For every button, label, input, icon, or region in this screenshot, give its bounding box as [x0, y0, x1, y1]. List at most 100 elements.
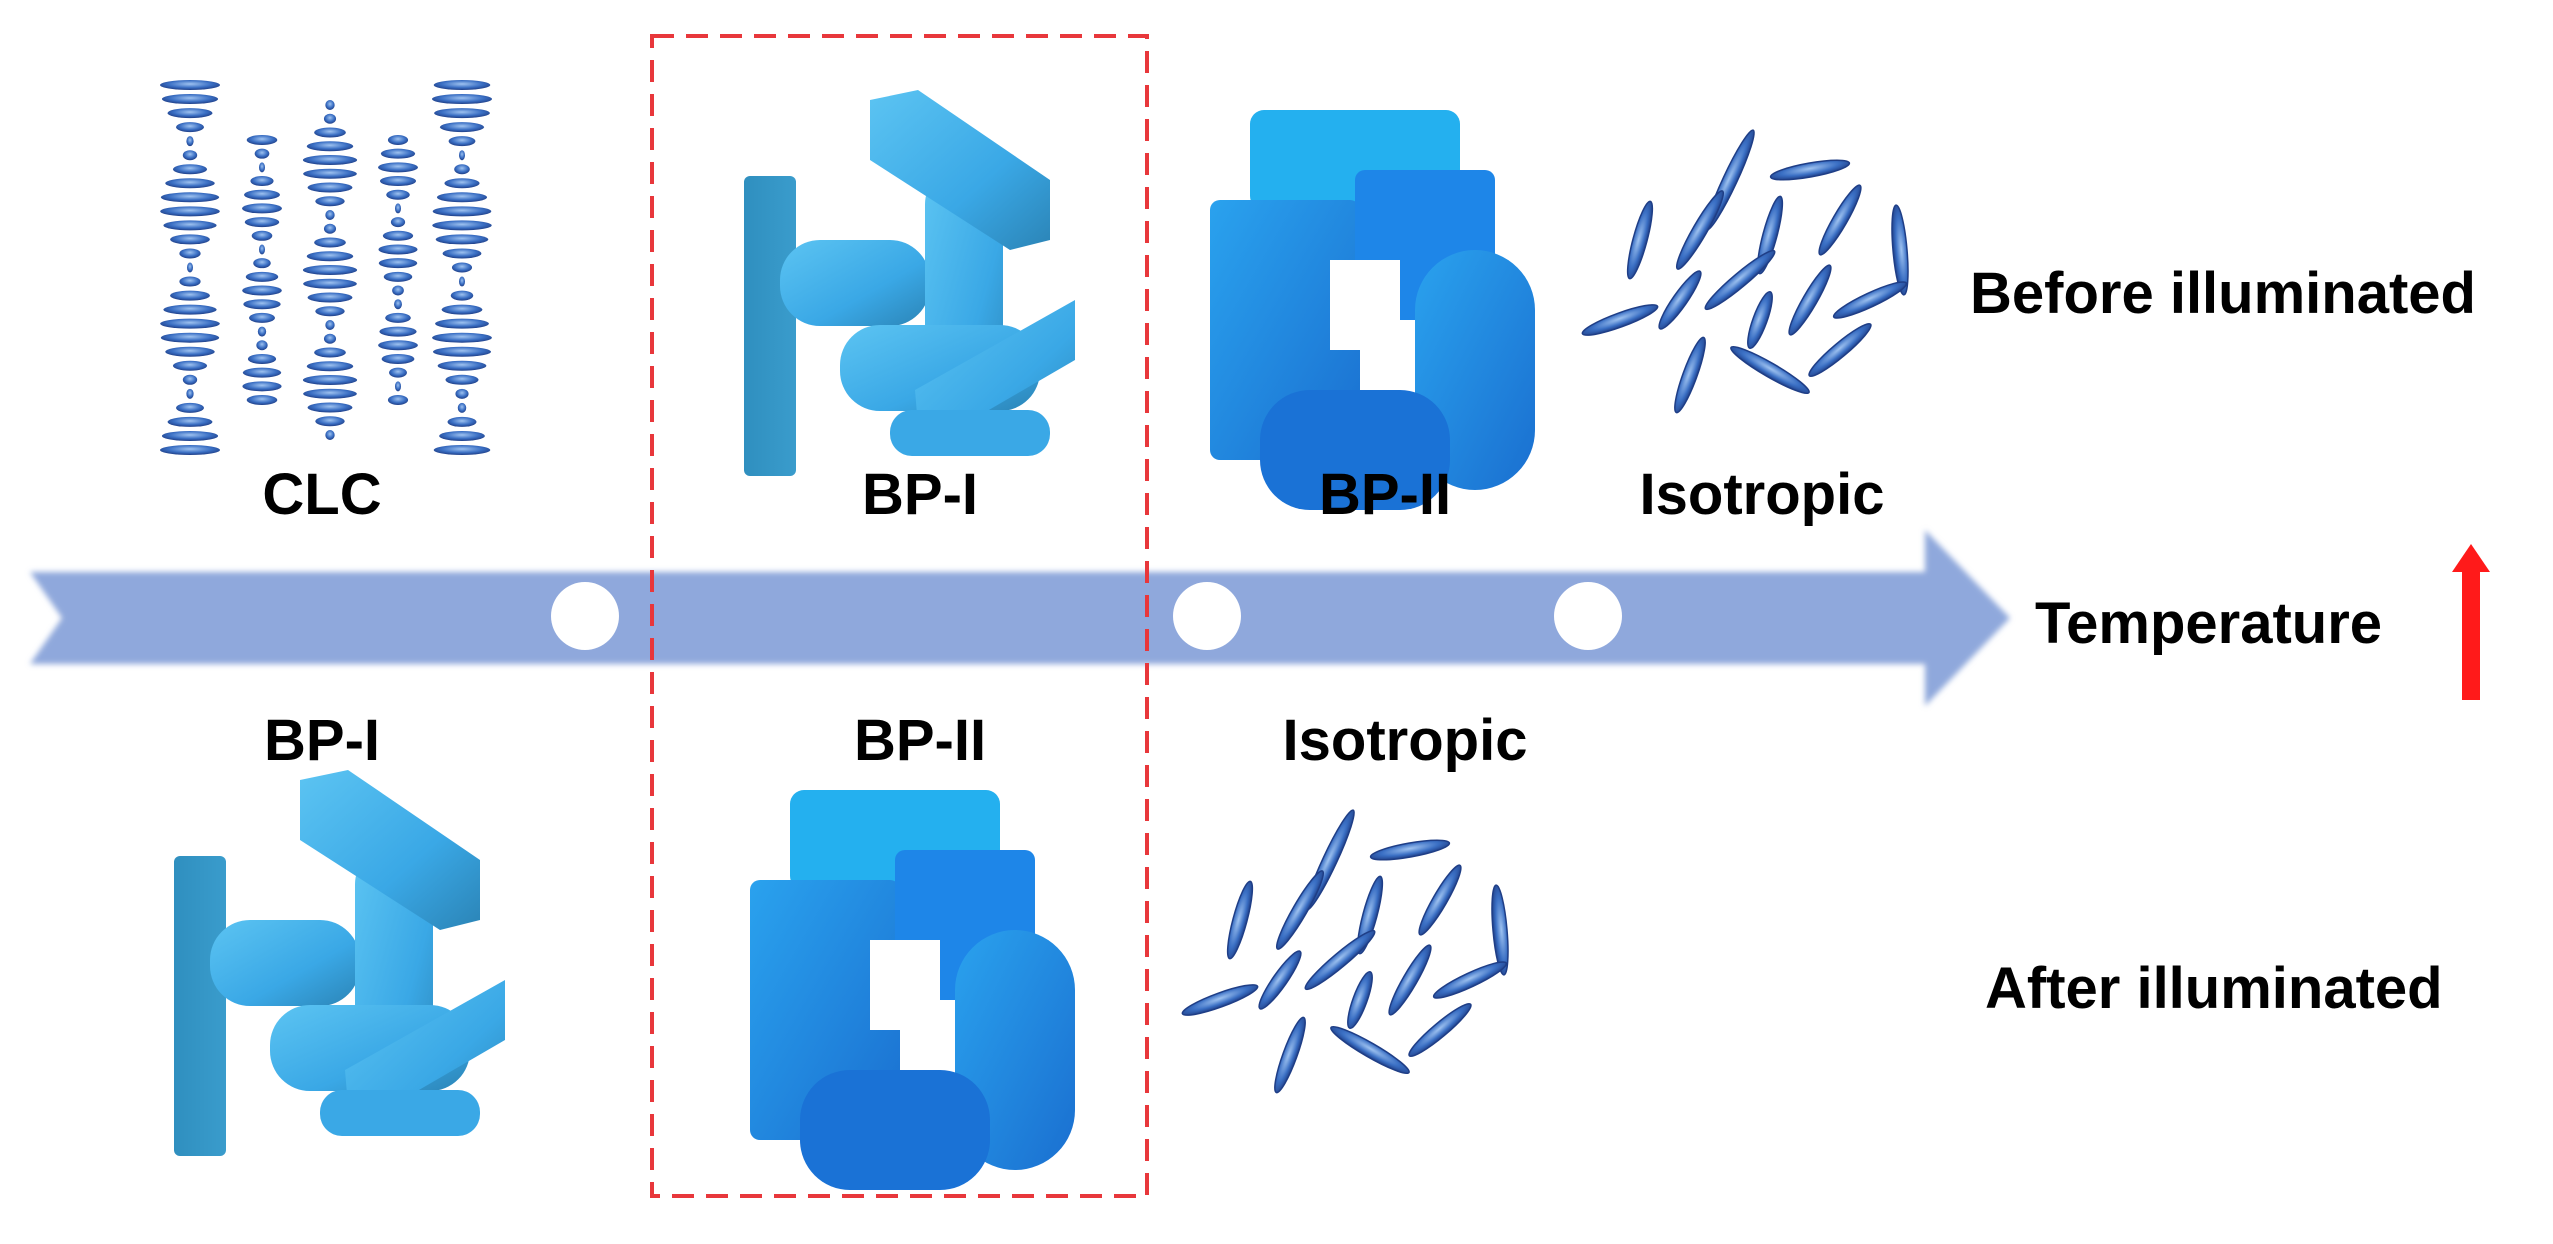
rod-molecule [1658, 270, 1702, 330]
helix-molecule [303, 168, 357, 179]
helix-molecule [259, 162, 265, 173]
rod-molecule [1347, 970, 1373, 1030]
helix-molecule [160, 445, 220, 455]
helix-molecule [160, 318, 220, 329]
helix-molecule [323, 223, 337, 234]
helix-molecule [244, 189, 280, 200]
helix-molecule [392, 285, 404, 296]
helix-molecule [454, 164, 470, 175]
helix-molecule [394, 299, 402, 310]
helix-molecule [165, 346, 215, 357]
helix-molecule [302, 375, 358, 385]
helix-molecule [433, 346, 491, 357]
helix-molecule [325, 430, 335, 440]
helix-molecule [314, 127, 346, 138]
helix-molecule [306, 141, 354, 152]
temperature-timeline-arrow [30, 530, 2010, 706]
helix-molecule [243, 299, 281, 310]
rod-molecule [1704, 249, 1776, 311]
helix-molecule [439, 122, 485, 133]
helix-molecule [254, 148, 270, 159]
helix-molecule [379, 176, 417, 187]
rod-molecule [1818, 184, 1862, 256]
helix-molecule [395, 203, 401, 214]
helix-molecule [170, 290, 210, 301]
helix-molecule [256, 340, 268, 351]
helix-molecule [379, 326, 417, 337]
helix-molecule [242, 285, 282, 296]
helix-molecule [435, 234, 489, 245]
helix-molecule [385, 312, 411, 323]
helix-molecule [457, 402, 467, 413]
rod-molecule [1769, 159, 1851, 181]
helix-molecule [390, 217, 406, 228]
rod-molecule [1788, 264, 1832, 336]
highlight-dashed-box [650, 34, 1149, 1198]
rod-molecule [1675, 190, 1725, 270]
rod-molecule [1730, 345, 1810, 395]
label-bp2-after: BP-II [853, 708, 987, 773]
helix-molecule [176, 122, 204, 133]
helix-molecule [253, 258, 271, 269]
helix-molecule [383, 271, 413, 282]
label-isotropic-after: Isotropic [1282, 708, 1528, 773]
helix-molecule [259, 244, 265, 255]
helix-molecule [395, 381, 401, 392]
helix-molecule [182, 150, 198, 161]
label-clc: CLC [262, 462, 382, 527]
helix-molecule [314, 347, 346, 358]
helix-molecule [325, 210, 335, 220]
helix-molecule [160, 332, 220, 343]
transition-marker-bp2-iso [1554, 582, 1622, 650]
helix-molecule [386, 189, 410, 200]
rod-molecule [1832, 281, 1908, 319]
helix-molecule [242, 367, 282, 378]
helix-molecule [442, 248, 482, 259]
helix-molecule [242, 381, 282, 392]
helix-molecule [323, 333, 337, 344]
helix-molecule [163, 304, 217, 315]
helix-molecule [448, 136, 476, 147]
helix-molecule [303, 388, 357, 399]
label-before-illuminated: Before illuminated [1970, 261, 2476, 326]
helix-molecule [251, 230, 273, 241]
helix-molecule [432, 94, 492, 105]
helix-molecule [167, 416, 213, 427]
helix-molecule [187, 262, 193, 273]
helix-molecule [161, 430, 219, 441]
helix-molecule [245, 271, 279, 282]
helix-molecule [161, 94, 219, 105]
rod-molecule [1432, 961, 1508, 999]
helix-molecule [389, 367, 407, 378]
helix-molecule [432, 332, 492, 343]
helix-molecule [378, 162, 418, 173]
helix-molecule [247, 353, 277, 364]
helix-molecule [302, 155, 358, 165]
rod-molecule [1747, 290, 1773, 350]
helix-molecule [242, 203, 282, 214]
helix-molecule [451, 262, 473, 273]
helix-molecule [307, 292, 353, 303]
helix-molecule [170, 234, 210, 245]
label-temperature: Temperature [2035, 591, 2383, 656]
helix-molecule [250, 176, 274, 187]
helix-molecule [303, 278, 357, 289]
helix-molecule [450, 290, 474, 301]
helix-molecule [325, 320, 335, 330]
helix-molecule [436, 192, 488, 203]
helix-molecule [433, 445, 491, 455]
helix-molecule [381, 353, 415, 364]
helix-molecule [323, 113, 337, 124]
random-rod-molecules-icon [1181, 129, 1909, 1094]
helix-molecule [246, 135, 278, 145]
rod-molecule [1581, 304, 1659, 336]
rod-molecule [1408, 1002, 1472, 1058]
helix-molecule [380, 148, 416, 159]
helix-molecule [387, 135, 409, 145]
helix-molecule [160, 192, 220, 203]
helix-molecule [306, 251, 354, 262]
helix-molecule [387, 395, 409, 405]
helix-molecule [455, 388, 469, 399]
